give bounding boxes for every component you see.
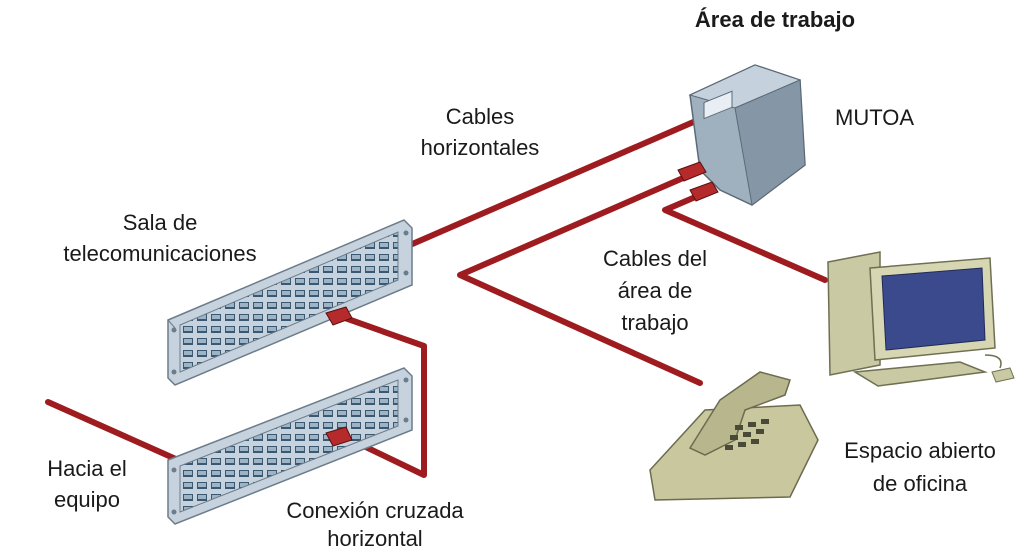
equipment-cable [45,399,181,463]
to-equipment-label-2: equipo [53,487,121,512]
computer [827,251,1015,387]
cross-connect-label-2: horizontal [327,526,423,551]
work-area-cable-phone [457,172,703,386]
telecom-room-label-1: Sala de [122,210,198,235]
cables [45,117,828,478]
mutoa-box [677,64,806,206]
patch-cord [342,315,427,478]
work-area-title: Área de trabajo [694,7,856,32]
horizontal-cables-label-2: horizontales [420,135,540,160]
work-area-cables-label-2: área de [617,278,693,303]
to-equipment-label-1: Hacia el [47,456,127,481]
cross-connect-label-1: Conexión cruzada [286,498,464,523]
work-area-cables-label-3: trabajo [621,310,689,335]
patch-plugs [325,306,353,447]
open-office-label-1: Espacio abierto [844,438,996,463]
patch-panel-upper [167,219,413,386]
patch-panel-lower [167,367,413,525]
horizontal-cables-label-1: Cables [445,104,515,129]
horizontal-cable [407,117,701,248]
work-area-cables-label-1: Cables del [603,246,707,271]
mutoa-label: MUTOA [835,105,915,130]
open-office-label-2: de oficina [872,471,968,496]
work-area-cable-computer [662,192,828,283]
telephone [649,371,819,501]
telecom-room-label-2: telecomunicaciones [63,241,257,266]
